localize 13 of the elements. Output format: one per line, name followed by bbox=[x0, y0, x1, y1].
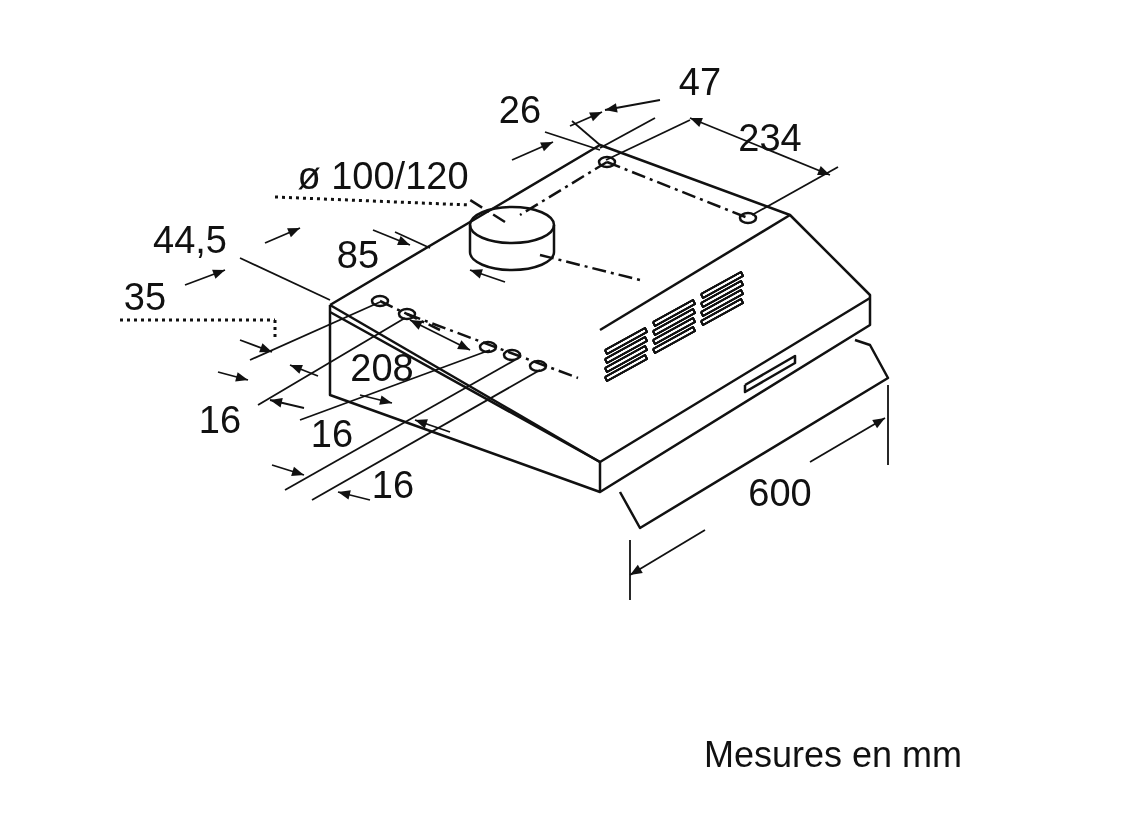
dimension-label: 85 bbox=[336, 236, 380, 274]
note-text: Mesures en mm bbox=[703, 737, 963, 773]
dimension-label: 47 bbox=[678, 63, 722, 101]
dimension-label: 600 bbox=[748, 474, 812, 512]
dimension-label: 16 bbox=[310, 415, 354, 453]
dimension-label: 16 bbox=[198, 401, 242, 439]
dimension-label: 35 bbox=[123, 278, 167, 316]
dimension-label: 44,5 bbox=[153, 221, 227, 259]
dimension-label: 26 bbox=[498, 91, 542, 129]
dimension-label: 234 bbox=[738, 119, 802, 157]
dimension-label: ø 100/120 bbox=[297, 157, 469, 195]
dimension-label: 16 bbox=[371, 466, 415, 504]
dimension-label: 208 bbox=[350, 349, 414, 387]
